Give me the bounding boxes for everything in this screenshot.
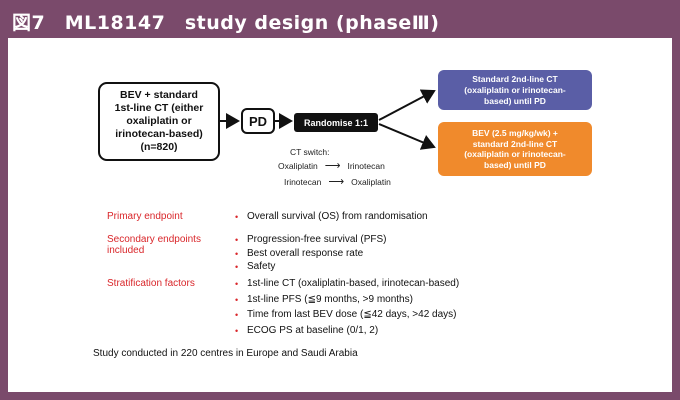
primary-endpoint-list: Overall survival (OS) from randomisation [235, 211, 428, 223]
stratification-factors-label: Stratification factors [107, 278, 195, 289]
list-item: Best overall response rate [235, 248, 386, 260]
bev-first-line-box: BEV + standard 1st-line CT (either oxali… [98, 82, 220, 161]
primary-endpoint-label: Primary endpoint [107, 211, 183, 222]
arm-bev-ct-box: BEV (2.5 mg/kg/wk) + standard 2nd-line C… [438, 122, 592, 176]
list-item: Overall survival (OS) from randomisation [235, 211, 428, 223]
right-arrow-icon: ⟶ [328, 176, 345, 188]
stratification-factors-list: 1st-line CT (oxaliplatin-based, irinotec… [235, 278, 459, 340]
list-item: Progression-free survival (PFS) [235, 234, 386, 246]
list-item: 1st-line CT (oxaliplatin-based, irinotec… [235, 278, 459, 290]
switch-from: Irinotecan [284, 177, 322, 187]
study-footnote: Study conducted in 220 centres in Europe… [93, 348, 358, 359]
secondary-endpoints-label: Secondary endpoints included [107, 234, 201, 256]
list-item: ECOG PS at baseline (0/1, 2) [235, 325, 459, 337]
switch-row: Oxaliplatin ⟶ Irinotecan [278, 160, 385, 172]
switch-to: Oxaliplatin [351, 177, 391, 187]
flow-arrows [220, 89, 436, 150]
ct-switch-title: CT switch: [290, 147, 330, 157]
randomise-box: Randomise 1:1 [294, 113, 378, 132]
content-panel: BEV + standard 1st-line CT (either oxali… [8, 38, 672, 392]
list-item: Time from last BEV dose (≦42 days, >42 d… [235, 309, 459, 321]
switch-row: Irinotecan ⟶ Oxaliplatin [284, 176, 391, 188]
arrow-to-arm2 [378, 123, 436, 150]
switch-from: Oxaliplatin [278, 161, 318, 171]
page-title: 図7 ML18147 study design (phaseⅢ) [12, 12, 440, 34]
arm-standard-ct-box: Standard 2nd-line CT (oxaliplatin or iri… [438, 70, 592, 110]
pd-box: PD [241, 108, 275, 134]
right-arrow-icon: ⟶ [324, 160, 341, 172]
arrow-to-arm1 [378, 89, 436, 121]
list-item: 1st-line PFS (≦9 months, >9 months) [235, 294, 459, 306]
list-item: Safety [235, 261, 386, 273]
secondary-endpoints-list: Progression-free survival (PFS) Best ove… [235, 234, 386, 275]
switch-to: Irinotecan [347, 161, 385, 171]
